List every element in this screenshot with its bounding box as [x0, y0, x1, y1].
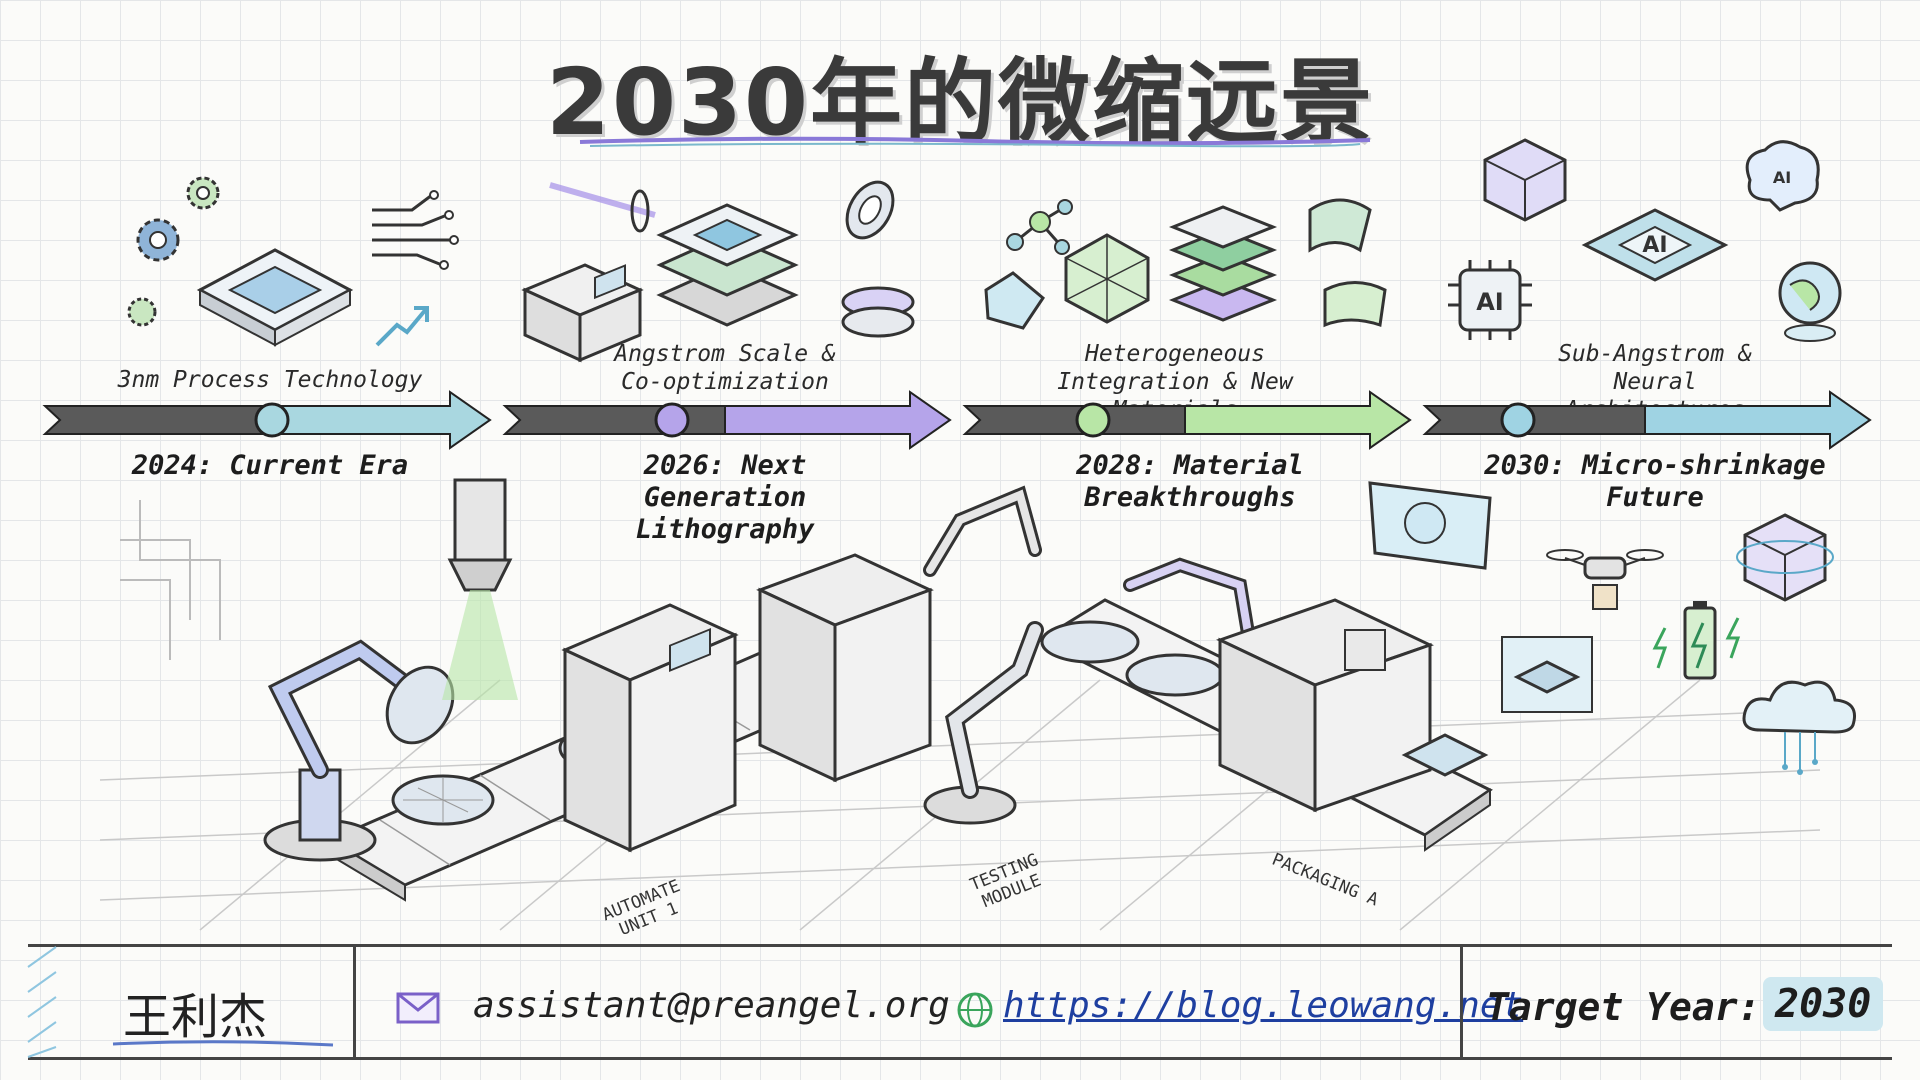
wafer — [391, 774, 495, 826]
timeline-node-3 — [1075, 402, 1111, 438]
email-address[interactable]: assistant@preangel.org — [473, 985, 950, 1026]
brain-icon: AI — [1745, 140, 1820, 212]
robot-arm — [923, 485, 1042, 577]
milestone-year-3: 2028: Material Breakthroughs — [1076, 450, 1304, 513]
chip-icon — [196, 248, 354, 347]
timeline-node-1 — [254, 402, 290, 438]
drone-icon — [1546, 549, 1664, 610]
wafer — [1040, 620, 1140, 664]
footer-cell-contact — [353, 947, 1460, 1057]
robot-arm — [263, 639, 455, 862]
cloud-icon — [1742, 680, 1856, 775]
gear-icon — [136, 218, 180, 262]
flexible-circuit-icon — [1308, 198, 1372, 253]
chip-icon — [1501, 636, 1593, 713]
title-underline — [579, 136, 1371, 148]
hatch-decoration — [27, 946, 57, 1058]
website-link[interactable]: https://blog.leowang.net — [1003, 985, 1524, 1026]
flexible-circuit-icon — [1323, 281, 1387, 328]
footer-cell-name — [27, 946, 353, 1058]
lens-icon — [841, 286, 915, 338]
timeline-segment-4 — [1422, 390, 1872, 450]
cube-icon — [1483, 138, 1567, 222]
packaged-chip — [1401, 733, 1489, 777]
timeline — [42, 390, 1872, 450]
gear-icon — [186, 176, 220, 210]
laser-beam-icon — [549, 182, 656, 233]
name-underline — [112, 1040, 334, 1047]
timeline-node-4 — [1500, 402, 1536, 438]
laser-head — [442, 478, 518, 700]
inspection-machine — [561, 603, 739, 853]
timeline-segment-3 — [962, 390, 1412, 450]
globe-icon — [957, 992, 993, 1028]
molecule-icon — [1006, 199, 1073, 255]
ai-chip-icon: AI — [1581, 208, 1729, 282]
timeline-segment-1 — [42, 390, 492, 450]
material-stack-icon — [1168, 205, 1278, 322]
target-year-label: Target Year: — [1486, 985, 1761, 1029]
globe-icon — [1778, 261, 1842, 342]
gear-icon — [127, 297, 157, 327]
growth-arrow-icon — [375, 306, 429, 347]
milestone-year-2: 2026: Next Generation Lithography — [635, 450, 815, 545]
circuit-icon — [372, 190, 459, 270]
packaging-machine — [1216, 598, 1434, 813]
testing-machine — [756, 553, 934, 783]
lens-icon — [845, 180, 895, 240]
map-screen-icon — [1368, 481, 1492, 570]
milestone-year-4: 2030: Micro-shrinkage Future — [1484, 450, 1826, 513]
layered-chip-icon — [656, 203, 799, 327]
ai-chip-label: AI — [1642, 233, 1667, 258]
milestone-label-1: 3nm Process Technology — [117, 367, 423, 393]
brain-label: AI — [1773, 168, 1791, 187]
milestone-year-1: 2024: Current Era — [131, 450, 409, 481]
robot-arm — [1123, 557, 1257, 652]
battery-icon — [1652, 601, 1741, 680]
robot-arm — [923, 621, 1044, 825]
lattice-icon — [1064, 233, 1150, 324]
ai-processor-label: AI — [1476, 288, 1504, 316]
milestone-label-2: Angstrom Scale & Co-optimization — [614, 341, 836, 395]
author-name: 王利杰 — [123, 989, 268, 1045]
footer-cell-target — [1460, 947, 1892, 1057]
footer: 王利杰 assistant@preangel.org https://blog.… — [27, 944, 1892, 1060]
target-year-value: 2030 — [1763, 977, 1884, 1031]
timeline-node-2 — [654, 402, 690, 438]
lithography-machine-icon — [521, 263, 644, 363]
mail-icon — [396, 992, 440, 1024]
ai-processor-icon: AI — [1448, 260, 1532, 340]
timeline-segment-2 — [502, 390, 952, 450]
crystal-icon — [984, 271, 1045, 330]
cube-icon — [1736, 513, 1834, 602]
